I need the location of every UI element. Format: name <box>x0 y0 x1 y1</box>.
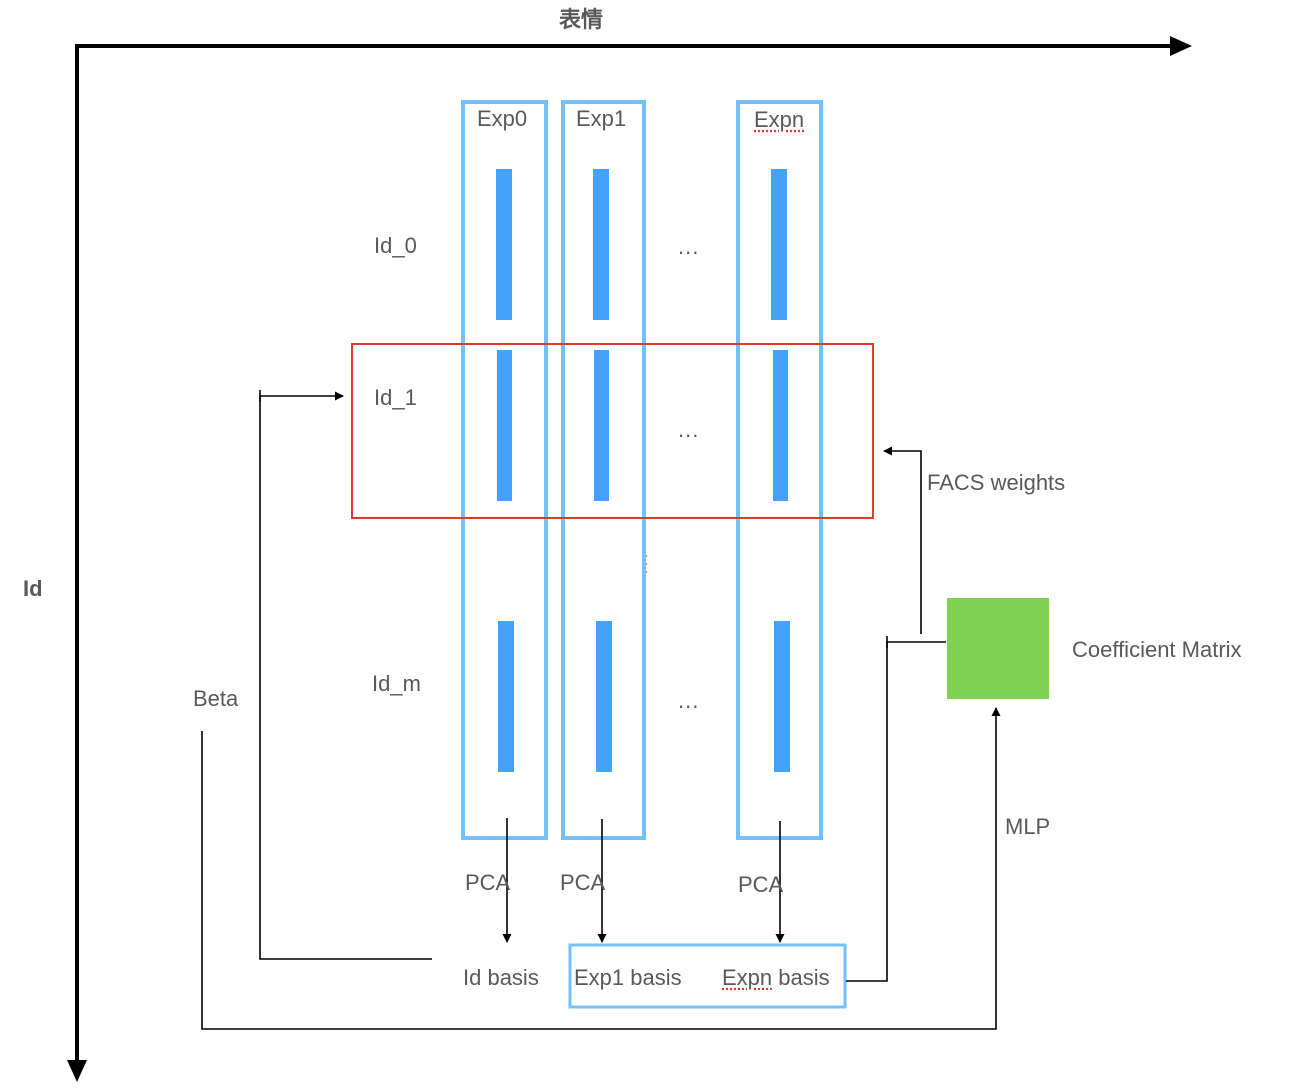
row-label-idm: Id_m <box>372 671 421 696</box>
horizontal-axis-label: 表情 <box>559 7 604 32</box>
expn-basis-label: Expn basis <box>722 967 830 989</box>
column-header-exp1: Exp1 <box>576 106 627 131</box>
vector-bar <box>771 169 787 320</box>
vertical-dots-icon <box>644 570 648 574</box>
exp-basis-box <box>568 943 847 1009</box>
ellipsis-row-id1: ... <box>678 417 700 442</box>
coefficient-matrix-block <box>947 598 1049 699</box>
vector-bar <box>773 350 788 501</box>
mlp-connector <box>201 707 1001 1030</box>
ellipsis-row-idm: ... <box>678 688 700 713</box>
facs-weights-connector <box>883 446 922 634</box>
highlight-row-box-id1 <box>351 343 874 519</box>
pca-label-expn: PCA <box>738 872 784 897</box>
column-header-expn: Expn <box>754 107 805 132</box>
vertical-dots-icon <box>644 554 648 558</box>
vector-bar <box>498 621 514 772</box>
vertical-dots-icon <box>644 562 648 566</box>
column-box-exp1 <box>561 100 646 840</box>
column-box-exp0 <box>461 100 548 840</box>
pca-label-exp1: PCA <box>560 870 606 895</box>
coefficient-matrix-label: Coefficient Matrix <box>1072 637 1242 662</box>
row-label-id1: Id_1 <box>374 385 417 410</box>
vector-bar <box>596 621 612 772</box>
vector-bar <box>774 621 790 772</box>
beta-label: Beta <box>193 686 239 711</box>
vector-bar <box>497 350 512 501</box>
expn-basis-word: Expn <box>722 965 773 990</box>
facs-weights-label: FACS weights <box>927 470 1066 495</box>
mlp-label: MLP <box>1005 814 1051 839</box>
id-basis-label: Id basis <box>463 965 539 990</box>
row-label-id0: Id_0 <box>374 233 417 258</box>
pca-label-exp0: PCA <box>465 870 511 895</box>
column-header-exp0: Exp0 <box>477 106 528 131</box>
vector-bar <box>593 169 609 320</box>
vector-bar <box>496 169 512 320</box>
vector-bar <box>594 350 609 501</box>
vertical-axis-arrowhead-icon <box>67 1060 87 1082</box>
basis-to-matrix-connector <box>846 641 946 982</box>
exp1-basis-label: Exp1 basis <box>574 965 682 990</box>
horizontal-axis-arrowhead-icon <box>1170 36 1192 56</box>
ellipsis-row-id0: ... <box>678 234 700 259</box>
beta-connector <box>259 391 432 960</box>
expn-basis-suffix: basis <box>772 965 830 990</box>
vertical-axis-label: Id <box>23 576 43 601</box>
